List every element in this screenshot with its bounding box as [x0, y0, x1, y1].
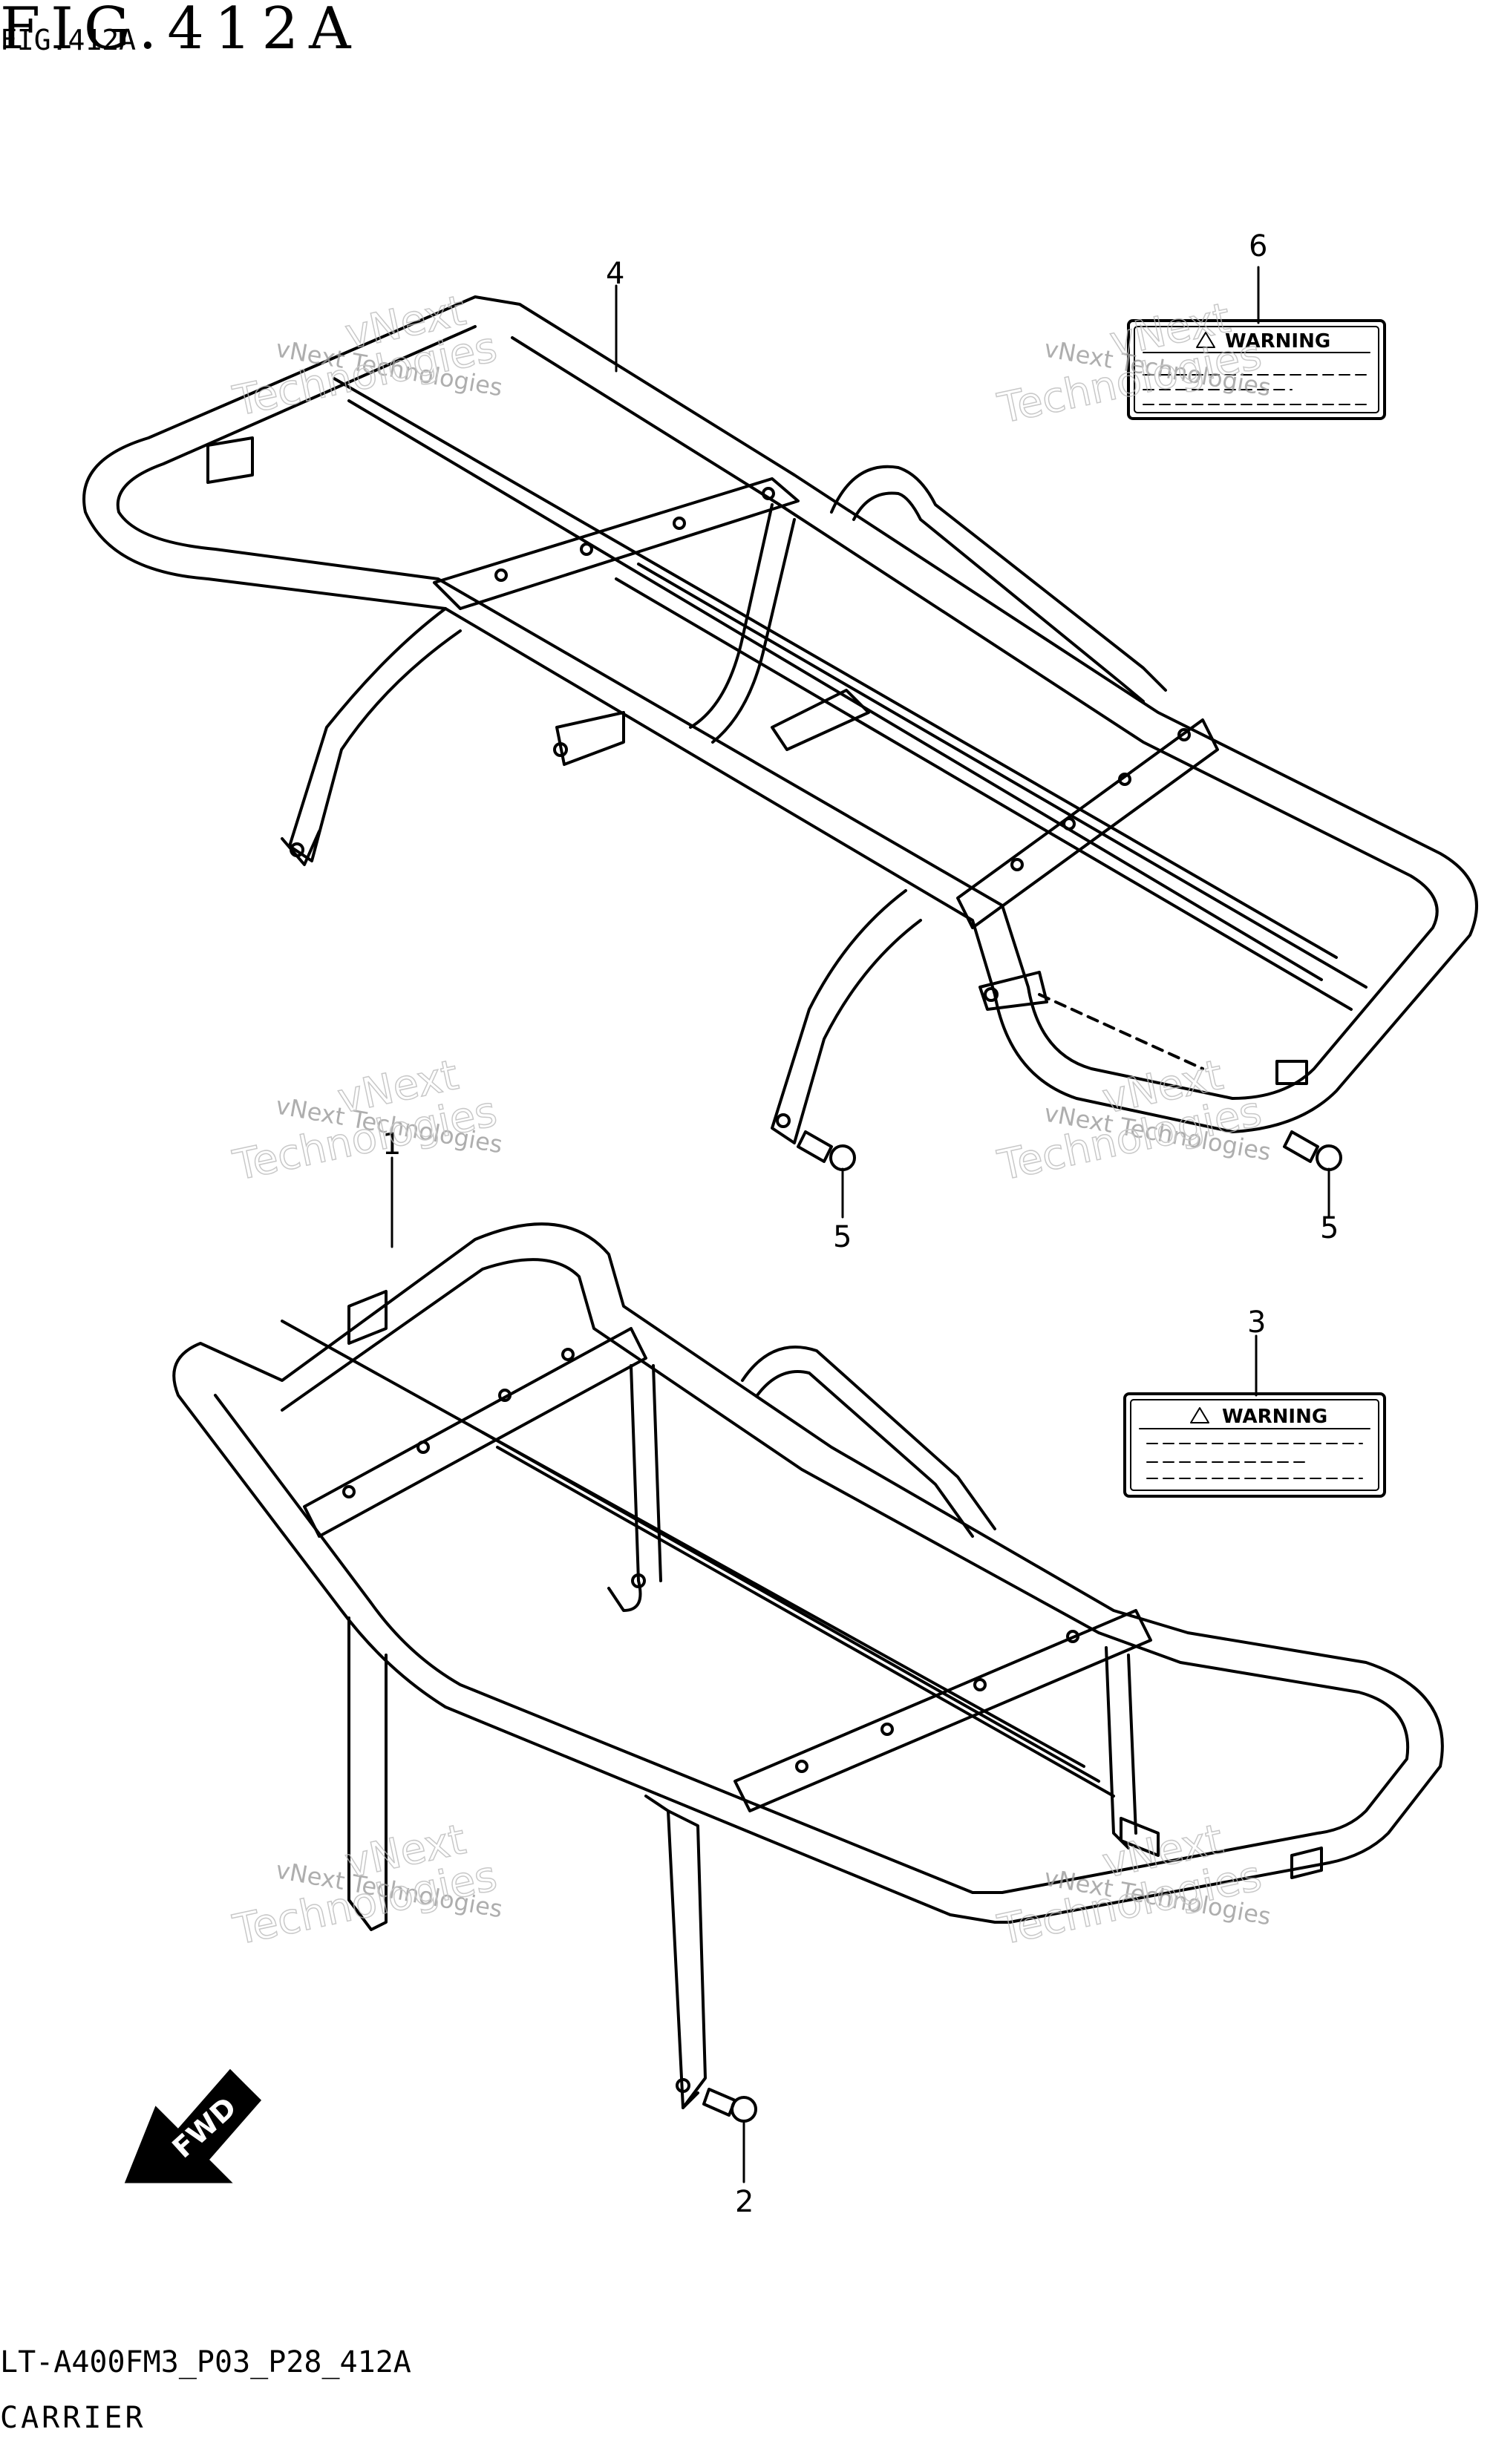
watermark-mid-right: vNext Technologies Technologies vNext: [993, 1050, 1273, 1190]
upper-carrier: [82, 295, 1478, 1144]
bolt-2: [702, 2088, 757, 2123]
callout-5-right: 5: [1320, 1211, 1339, 1245]
warning-label-6-text: WARNING: [1225, 330, 1330, 353]
callout-4: 4: [606, 257, 624, 291]
lower-carrier: [172, 1222, 1444, 2109]
diagram-name: CARRIER: [0, 2401, 146, 2435]
figure-title-small: FIG.412A: [0, 24, 137, 56]
fwd-arrow: FWD: [124, 2068, 262, 2183]
warning-label-6: [1127, 319, 1386, 420]
callout-5-left: 5: [833, 1220, 852, 1254]
watermark-top-left: vNext Technologies Technologies vNext: [229, 286, 505, 426]
warning-label-3: [1123, 1392, 1386, 1498]
bolt-5-right: [1283, 1130, 1342, 1171]
callout-3: 3: [1247, 1305, 1266, 1340]
diagram-code: LT-A400FM3_P03_P28_412A: [0, 2345, 411, 2379]
watermark-mid-left: vNext Technologies Technologies vNext: [229, 1050, 505, 1190]
warning-label-3-text: WARNING: [1222, 1406, 1327, 1428]
bolt-5-left: [797, 1130, 856, 1171]
figure-title: FIG.412A: [0, 0, 362, 62]
watermark-bottom-left: vNext Technologies Technologies vNext: [229, 1815, 505, 1955]
callout-6: 6: [1249, 229, 1267, 263]
callout-1: 1: [382, 1127, 401, 1161]
callout-2: 2: [735, 2185, 754, 2219]
